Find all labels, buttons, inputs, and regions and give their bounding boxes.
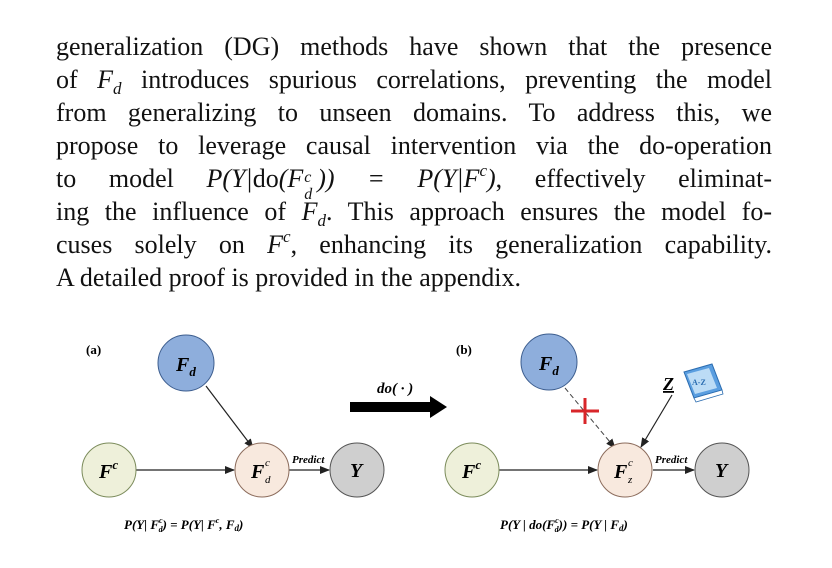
node-mid-b-sup: c	[628, 457, 633, 469]
text-line: propose to leverage causal intervention …	[56, 130, 772, 162]
text-line: of Fd introduces spurious correlations, …	[56, 64, 772, 98]
math-part: )) = P(Y|F	[317, 164, 480, 193]
text: generalization (DG) methods have shown t…	[56, 32, 772, 61]
text-line: generalization (DG) methods have shown t…	[56, 31, 772, 63]
node-fc-a-label: Fc	[98, 457, 118, 483]
math-superscript: c	[479, 161, 487, 180]
text: ing the influence of	[56, 197, 302, 226]
math-symbol: F	[301, 197, 318, 226]
node-fc-b-label: Fc	[461, 457, 481, 483]
node-y-a	[329, 442, 385, 498]
intervention-cross-icon	[571, 398, 599, 424]
math-superscript: c	[304, 169, 312, 187]
text: of	[56, 65, 98, 94]
node-y-a-label: Y	[350, 460, 364, 482]
node-mid-b-sub: z	[627, 474, 633, 486]
dictionary-book-icon: A-Z	[683, 363, 724, 403]
predict-label-b: Predict	[655, 454, 688, 466]
node-y-b	[694, 442, 750, 498]
predict-label-a: Predict	[292, 454, 325, 466]
node-fc-a	[81, 442, 137, 498]
text-line: cuses solely on Fc, enhancing its genera…	[56, 227, 772, 261]
node-mid-a-sub: d	[265, 474, 271, 486]
math-part: P(Y|	[206, 164, 253, 193]
math-subscript: d	[304, 186, 313, 204]
node-fd-a	[157, 334, 215, 392]
math-do: do	[252, 164, 279, 193]
z-label: Z	[662, 374, 674, 394]
math-symbol: F	[267, 230, 284, 259]
text: introduces spurious correlations, preven…	[121, 65, 772, 94]
node-fd-b-label: Fd	[538, 353, 559, 378]
node-fd-b	[520, 333, 578, 391]
do-operator-arrow	[350, 396, 447, 418]
text: . This approach ensures the model fo-	[326, 197, 772, 226]
node-fd-a-label: Fd	[175, 354, 196, 379]
text: cuses solely on	[56, 230, 268, 259]
text: from generalizing to unseen domains. To …	[56, 98, 772, 127]
text: , effectively eliminat-	[495, 164, 772, 193]
node-mid-a	[234, 442, 290, 498]
edge-z-to-mid-b	[640, 394, 673, 448]
math-symbol: F	[97, 65, 114, 94]
math-part: )	[486, 164, 496, 193]
text: A detailed proof is provided in the appe…	[56, 263, 522, 292]
panel-b-label: (b)	[456, 342, 472, 357]
edge-fd-to-mid-b-cut	[564, 387, 616, 449]
panel-a-label: (a)	[86, 342, 101, 357]
text: to model	[56, 164, 207, 193]
node-fc-b	[444, 442, 500, 498]
edge-fd-to-mid-a	[205, 385, 254, 449]
text-line: from generalizing to unseen domains. To …	[56, 97, 772, 129]
node-mid-a-label: F	[250, 461, 265, 483]
node-mid-b-label: F	[613, 461, 628, 483]
do-operator-label: do( · )	[377, 381, 413, 397]
node-mid-a-sup: c	[265, 457, 270, 469]
text-line: ing the influence of Fd. This approach e…	[56, 196, 772, 230]
svg-text:A-Z: A-Z	[692, 378, 706, 387]
math-part: (F	[278, 164, 304, 193]
node-y-b-label: Y	[715, 460, 729, 482]
text: propose to leverage causal intervention …	[56, 131, 772, 160]
text: , enhancing its generalization capabilit…	[290, 230, 772, 259]
math-subscript: d	[113, 79, 122, 98]
node-mid-b	[597, 442, 653, 498]
math-superscript: c	[283, 227, 291, 246]
text-line: A detailed proof is provided in the appe…	[56, 262, 772, 294]
math-subscript: d	[317, 211, 327, 230]
